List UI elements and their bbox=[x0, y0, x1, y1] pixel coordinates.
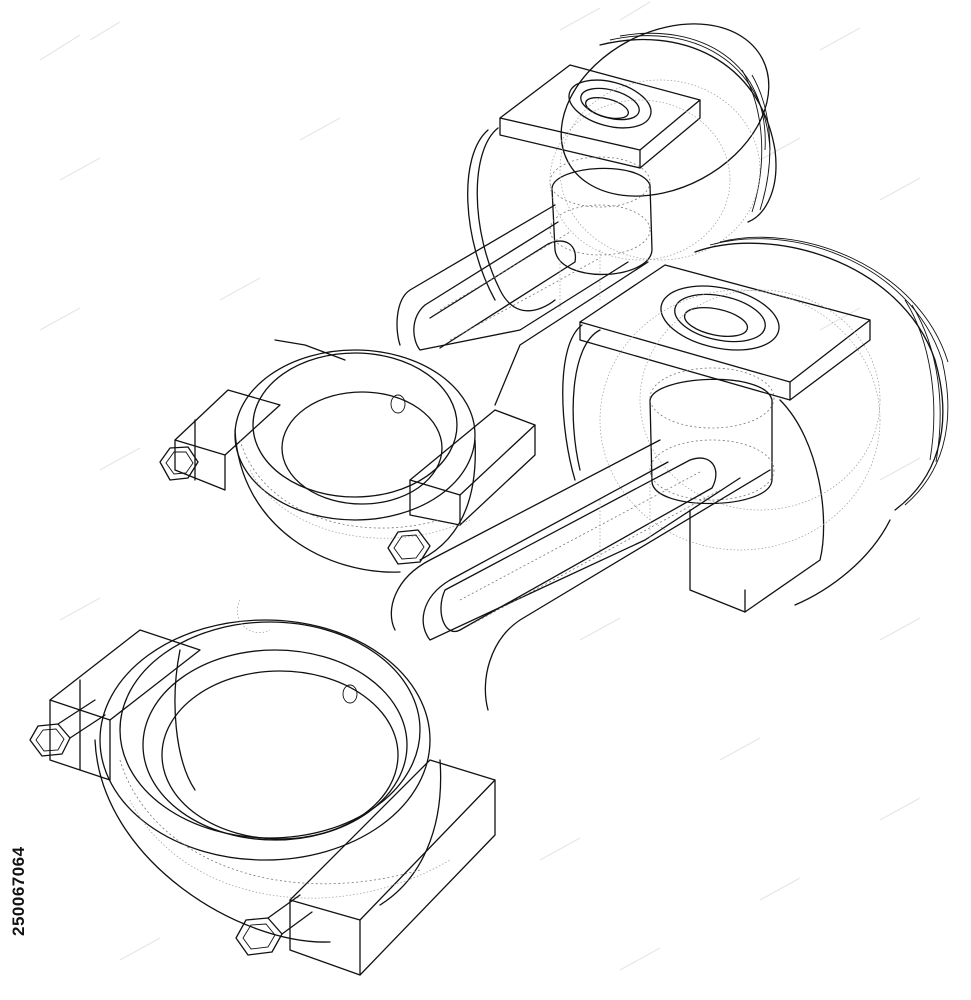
piston-front bbox=[562, 236, 949, 613]
big-end-rear bbox=[159, 339, 536, 573]
stock-id-text: 250067064 bbox=[9, 846, 28, 936]
stock-id-label: 250067064 bbox=[9, 846, 28, 936]
connecting-rod-rear bbox=[396, 204, 649, 406]
connecting-rod-front bbox=[390, 439, 771, 711]
big-end-front bbox=[29, 599, 496, 976]
piston-rear bbox=[467, 23, 777, 312]
watermark-pattern bbox=[39, 1, 921, 971]
